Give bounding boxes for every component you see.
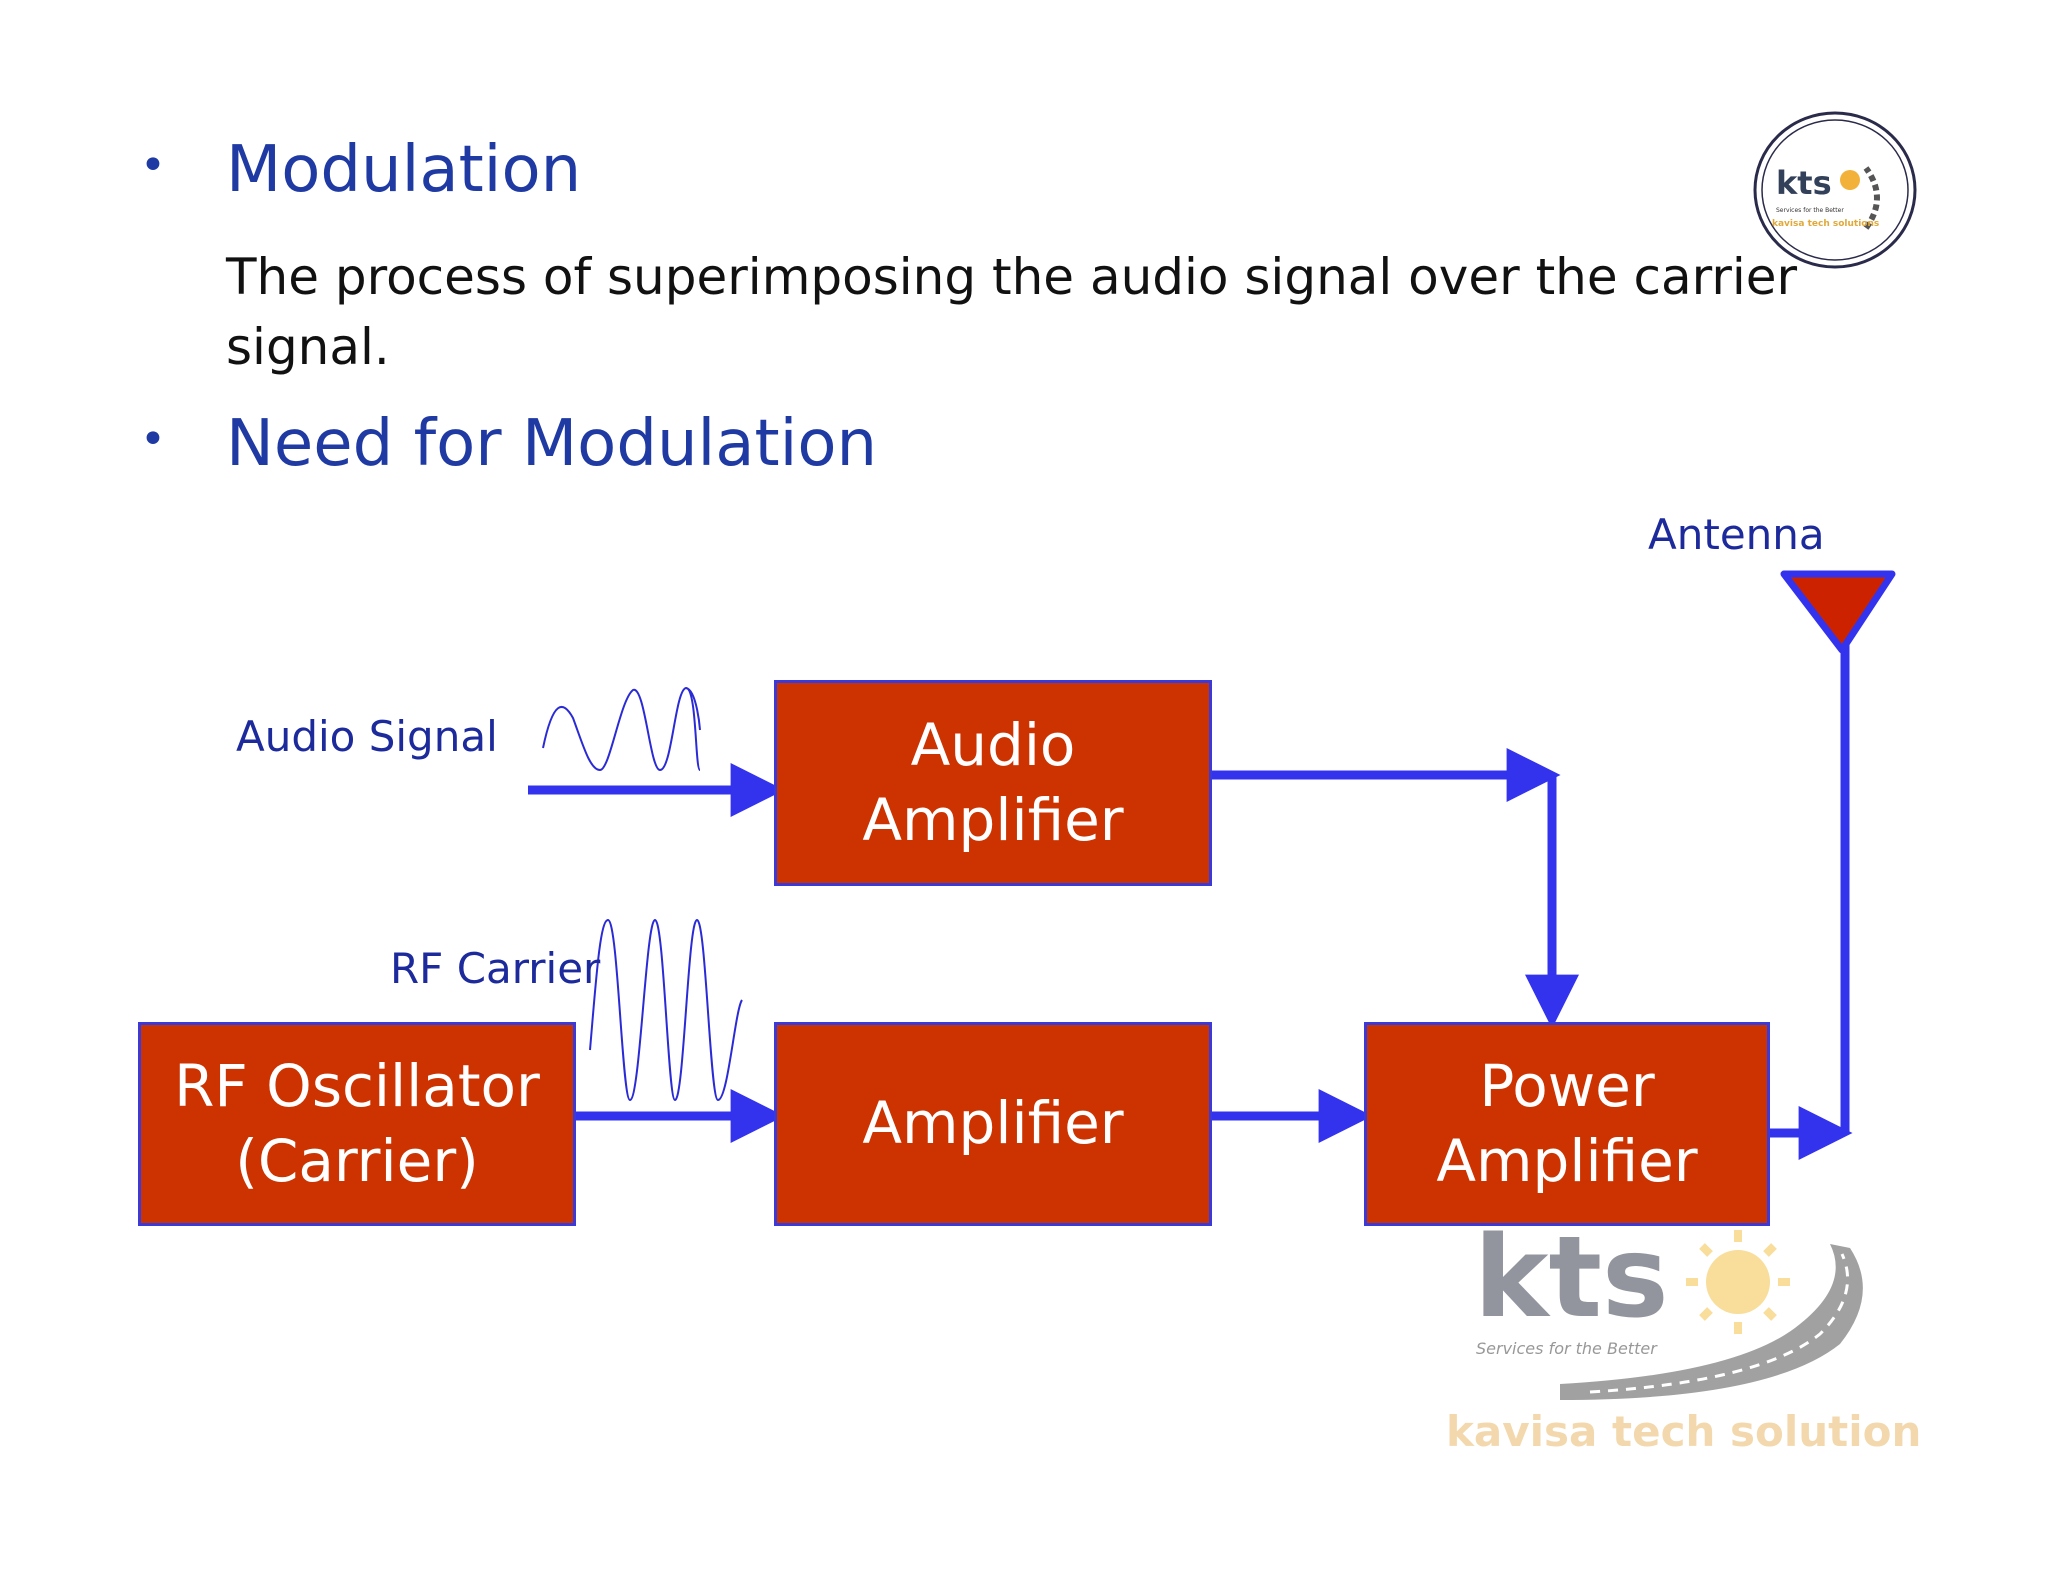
- audio-signal-wave: [542, 686, 701, 772]
- label-antenna: Antenna: [1648, 510, 1825, 559]
- bullet-body-modulation: The process of superimposing the audio s…: [226, 248, 1798, 376]
- block-amplifier: Amplifier: [774, 1022, 1212, 1226]
- block-amplifier-line1: Amplifier: [862, 1089, 1124, 1158]
- bullet-title-modulation: Modulation: [226, 133, 582, 207]
- sun-icon: [1686, 1230, 1790, 1334]
- block-rf-oscillator-line1: RF Oscillator: [174, 1051, 540, 1120]
- small-logo-tagline: Services for the Better: [1776, 207, 1844, 214]
- block-rf-oscillator-line2: (Carrier): [235, 1127, 479, 1195]
- label-rf-carrier: RF Carrier: [390, 944, 601, 993]
- kts-logo-small: kts Services for the Better kavisa tech …: [1753, 111, 1917, 269]
- bullet-title-need: Need for Modulation: [226, 407, 878, 481]
- block-audio-amplifier-line1: Audio: [910, 710, 1076, 779]
- block-audio-amplifier-line2: Amplifier: [862, 786, 1124, 854]
- block-audio-amplifier: Audio Amplifier: [774, 680, 1212, 886]
- watermark-logo-tagline: Services for the Better: [1476, 1339, 1658, 1358]
- rf-carrier-wave: [589, 918, 743, 1102]
- watermark-logo-name: kavisa tech solutions: [1446, 1407, 1920, 1456]
- small-logo-name: kavisa tech solutions: [1772, 219, 1879, 229]
- bullet-dot-modulation: •: [140, 140, 166, 191]
- kts-logo-watermark: kts Services for the Better kavisa tech …: [1446, 1224, 1920, 1456]
- block-power-amplifier-line2: Amplifier: [1436, 1127, 1698, 1195]
- block-rf-oscillator: RF Oscillator (Carrier): [138, 1022, 576, 1226]
- label-audio-signal: Audio Signal: [236, 712, 498, 761]
- watermark-logo-mark: kts: [1474, 1224, 1669, 1343]
- block-power-amplifier-line1: Power: [1479, 1051, 1655, 1120]
- road-icon: [1560, 1244, 1863, 1400]
- block-power-amplifier: Power Amplifier: [1364, 1022, 1770, 1226]
- antenna-icon: [1780, 570, 1896, 654]
- bullet-dot-need: •: [140, 414, 166, 465]
- small-logo-mark: kts: [1776, 164, 1832, 202]
